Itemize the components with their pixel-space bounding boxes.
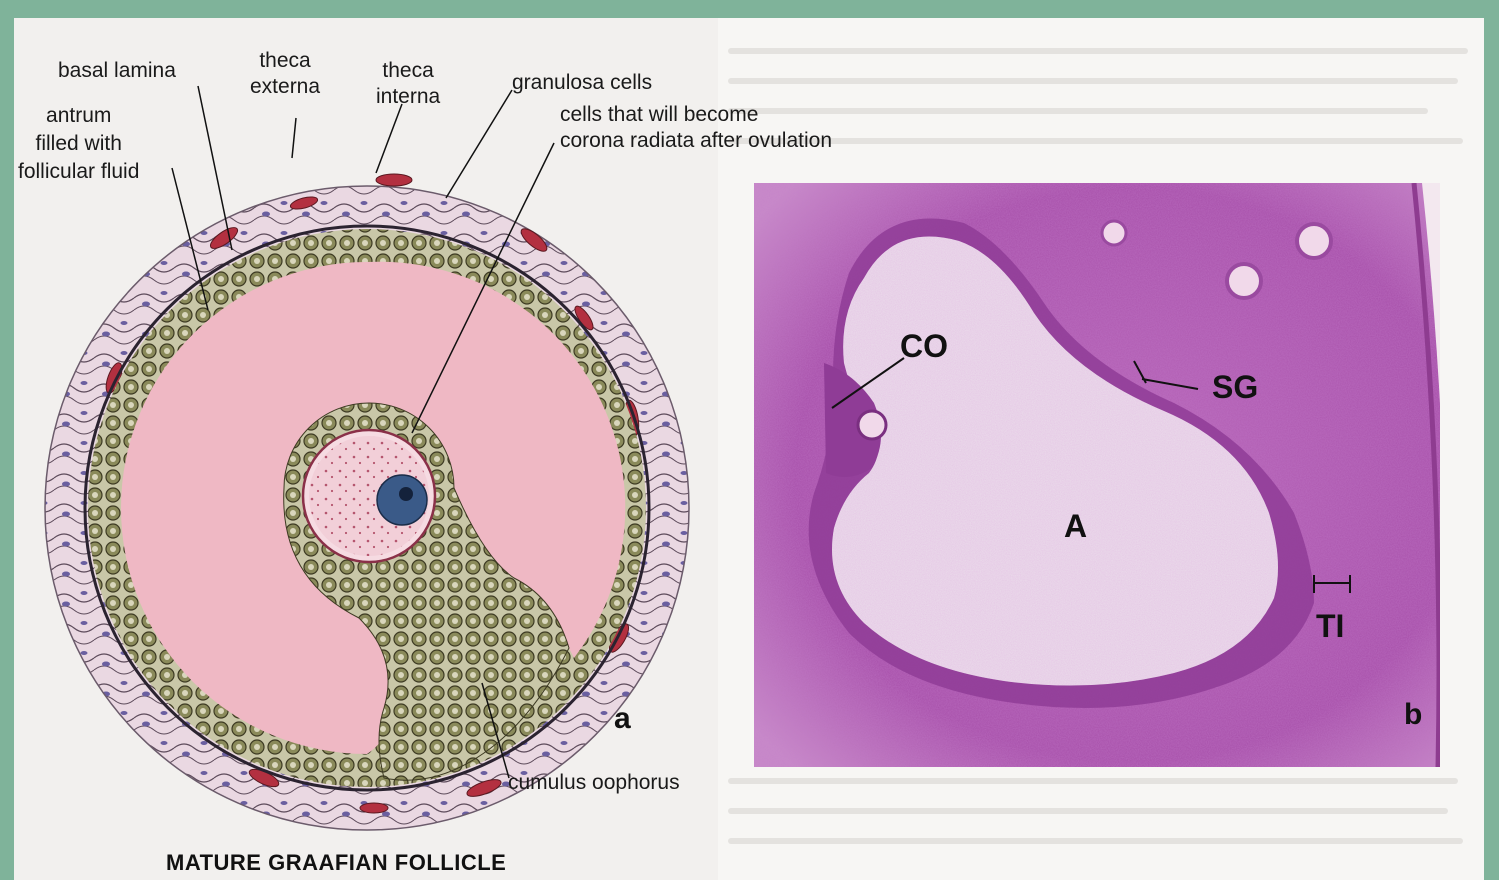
- micro-label-co: CO: [900, 328, 948, 365]
- micro-label-ti: TI: [1316, 608, 1344, 645]
- label-antrum: antrum filled with follicular fluid: [18, 102, 139, 186]
- panel-letter-b: b: [1404, 698, 1422, 732]
- oocyte-nucleus: [377, 475, 427, 525]
- label-granulosa-cells: granulosa cells: [512, 70, 652, 96]
- panel-letter-a: a: [614, 702, 631, 736]
- micro-label-a: A: [1064, 508, 1087, 545]
- micrograph-image: [754, 183, 1440, 767]
- figure-frame: basal lamina theca externa theca interna…: [14, 18, 1484, 880]
- label-basal-lamina: basal lamina: [58, 58, 176, 84]
- label-theca-interna: theca interna: [376, 58, 440, 110]
- label-theca-externa: theca externa: [250, 48, 320, 100]
- micro-label-sg: SG: [1212, 369, 1258, 406]
- micrograph: CO SG A TI b: [754, 183, 1440, 767]
- label-corona-radiata: cells that will become corona radiata af…: [560, 102, 832, 154]
- label-cumulus-oophorus: cumulus oophorus: [508, 770, 680, 796]
- figure-caption: MATURE GRAAFIAN FOLLICLE: [166, 850, 506, 876]
